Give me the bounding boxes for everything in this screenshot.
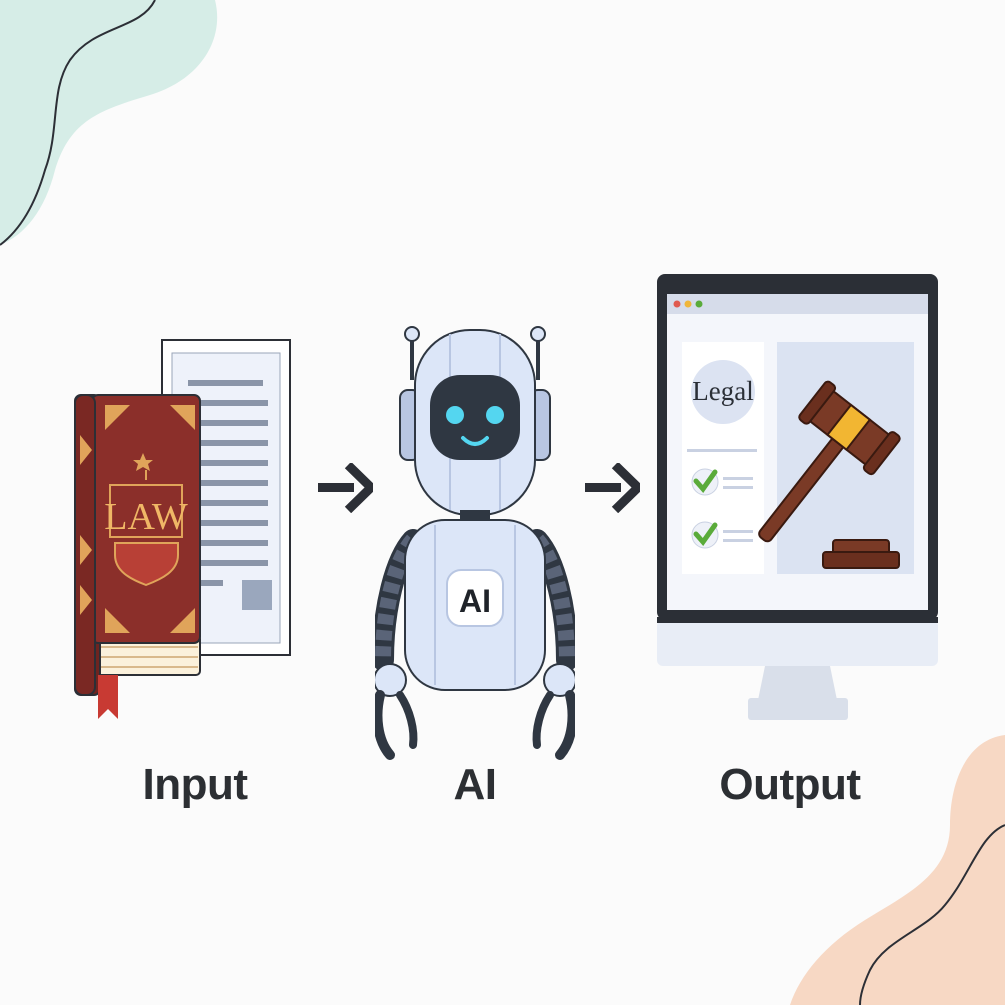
document-icon (161, 339, 291, 656)
check-icon (693, 522, 718, 547)
robot-chest-label: AI (459, 583, 491, 619)
step-label-input: Input (142, 760, 248, 809)
check-icon (693, 469, 718, 494)
ai-robot-illustration: AI (375, 326, 575, 760)
step-label-ai: AI (453, 760, 498, 809)
gavel-icon (758, 380, 901, 543)
teal-blob-decoration (0, 0, 218, 246)
screen-title-text: Legal (692, 376, 753, 406)
arrow-right-icon (585, 463, 640, 513)
output-monitor-illustration: Legal (657, 274, 938, 720)
arrow-right-icon (318, 463, 373, 513)
legal-document-panel: Legal (682, 342, 764, 574)
law-book-icon: LAW (74, 394, 201, 719)
input-documents-illustration: LAW (74, 339, 291, 719)
peach-blob-decoration (790, 735, 1005, 1005)
gavel-panel (758, 342, 914, 574)
book-title-text: LAW (104, 496, 188, 538)
step-label-output: Output (719, 760, 861, 809)
